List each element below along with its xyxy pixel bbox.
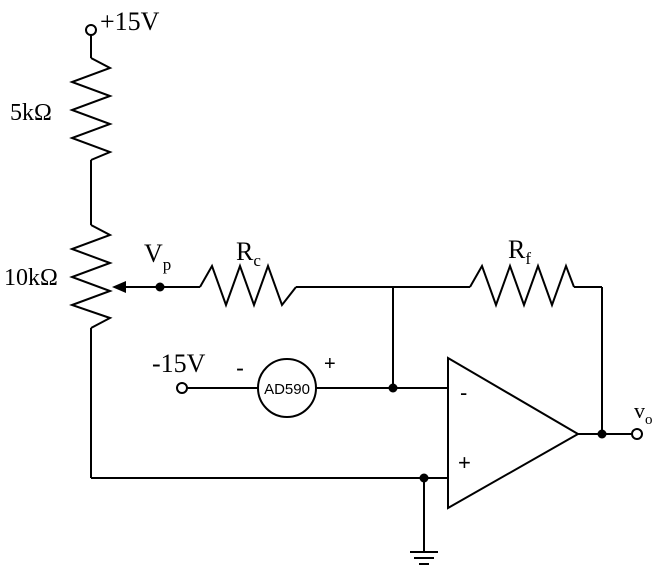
positive-supply-terminal [85,24,97,36]
resistor-5k [69,57,113,161]
potentiometer-10k [69,224,113,329]
resistor-rc [199,263,297,308]
output-node-dot [597,429,607,439]
output-terminal [631,428,643,440]
potentiometer-10k-label: 10kΩ [4,265,58,291]
inverting-node-dot [388,383,398,393]
resistor-5k-label: 5kΩ [10,100,52,126]
opamp-inverting-label: - [460,380,467,405]
vo-label: vo [634,398,653,428]
opamp-noninverting-label: + [458,450,471,475]
ad590-label: AD590 [264,381,310,398]
opamp-triangle [447,356,581,510]
ad590-minus-label: - [236,355,244,382]
vp-node-dot [155,282,165,292]
positive-supply-label: +15V [100,7,160,36]
rf-label: Rf [508,235,531,268]
vp-label: Vp [144,239,171,274]
resistor-rf [469,263,575,308]
wiper-arrow-icon [112,281,126,293]
negative-supply-terminal [176,382,188,394]
negative-supply-label: -15V [152,349,206,378]
rc-label: Rc [236,237,261,270]
ad590-plus-label: + [324,353,336,375]
